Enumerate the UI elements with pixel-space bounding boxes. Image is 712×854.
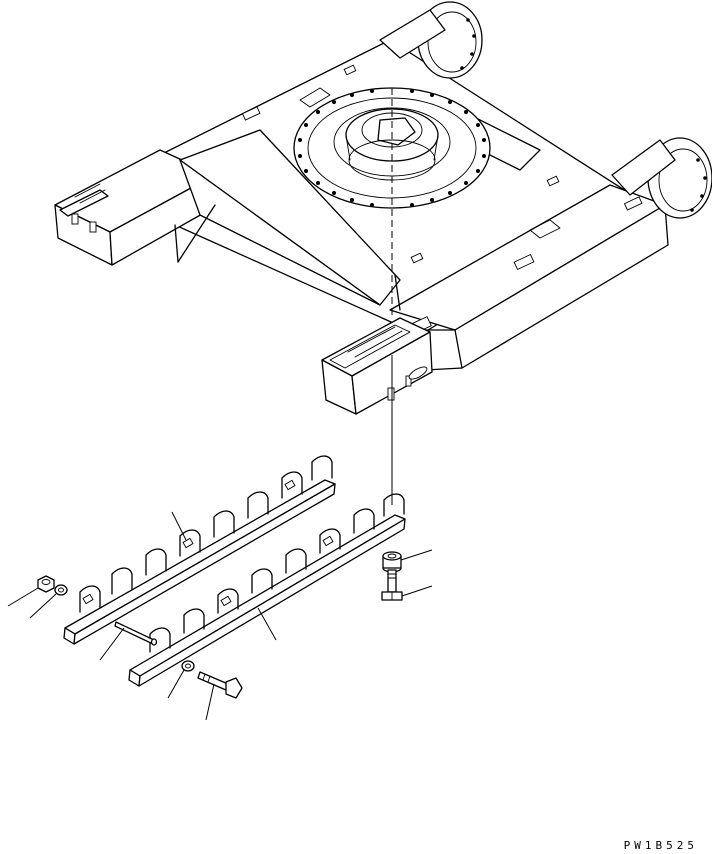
drawing-code: PW1B525 [623,839,698,852]
leader-lower-washer [167,669,185,699]
leader-lines [7,511,433,721]
ring-bolt-holes [298,89,486,207]
short-bolt [381,569,403,601]
leader-upper-guard [171,511,187,541]
long-bolt [197,671,243,699]
nut [37,575,55,593]
upper-track-guard-plate [63,455,336,645]
leader-short-bolt [401,585,433,597]
spacer [382,551,402,573]
leader-spacer [400,549,433,561]
leader-long-bolt [205,683,215,721]
pin [114,621,158,646]
washer [54,584,68,596]
track-frame [54,1,712,415]
leader-washer [29,593,57,619]
leader-nut [7,587,39,607]
lower-washer [181,660,195,672]
idler-ring-right [611,137,712,219]
lower-track-guard-plate [128,493,406,687]
leader-pin [99,627,125,661]
idler-ring-top [379,1,483,79]
leader-lower-guard [257,607,277,641]
